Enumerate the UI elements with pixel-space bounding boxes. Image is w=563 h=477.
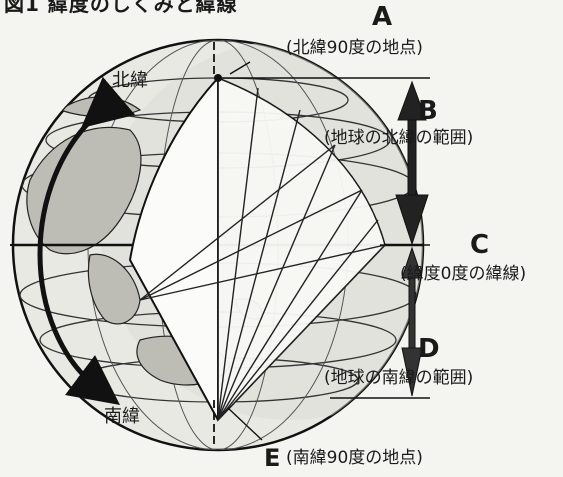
north-range-arrow xyxy=(395,80,429,246)
label-E-desc: (南緯90度の地点) xyxy=(286,448,423,468)
south-range-arrow xyxy=(401,246,423,397)
label-A: A xyxy=(372,2,393,32)
diagram-title: 図1 緯度のしくみと緯線 xyxy=(4,0,238,16)
label-B-desc: (地球の北緯の範囲) xyxy=(324,128,474,148)
label-D: D xyxy=(418,334,440,364)
cutaway-section xyxy=(128,75,386,422)
label-A-desc: (北緯90度の地点) xyxy=(286,38,423,58)
label-south: 南緯 xyxy=(104,406,140,427)
label-C: C xyxy=(470,230,490,260)
label-B: B xyxy=(418,96,438,126)
label-north: 北緯 xyxy=(112,70,148,91)
label-C-desc: (緯度0度の緯線) xyxy=(400,264,527,284)
label-D-desc: (地球の南緯の範囲) xyxy=(324,368,474,388)
label-E: E xyxy=(264,444,281,472)
latitude-arc-arrow xyxy=(37,76,136,406)
